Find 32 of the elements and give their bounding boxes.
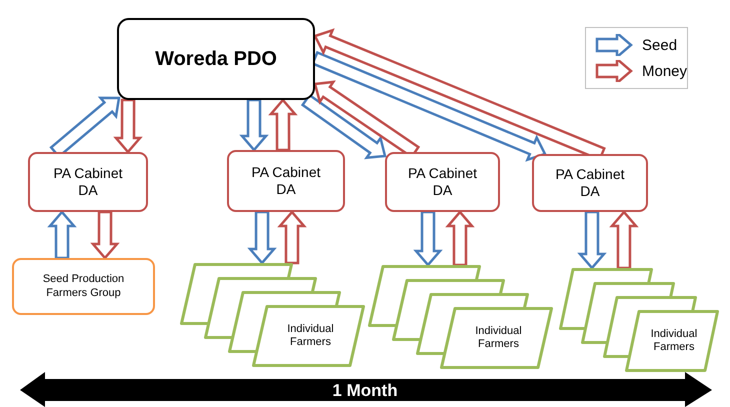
node-label: PA Cabinet DA bbox=[250, 164, 322, 198]
node-label: Individual Farmers bbox=[650, 328, 698, 354]
block-arrow bbox=[300, 93, 387, 160]
block-arrow bbox=[445, 210, 475, 266]
process-box bbox=[385, 152, 500, 212]
node-label: PA Cabinet DA bbox=[52, 165, 124, 199]
block-arrow bbox=[90, 210, 120, 260]
legend-label: Seed bbox=[642, 37, 678, 54]
group-box bbox=[12, 258, 155, 315]
process-box bbox=[28, 152, 148, 212]
process-box bbox=[227, 150, 345, 212]
process-box bbox=[532, 154, 648, 212]
block-arrow bbox=[239, 98, 269, 152]
farmer-card bbox=[252, 305, 365, 367]
farmer-card bbox=[440, 307, 553, 369]
block-arrow bbox=[577, 210, 607, 270]
block-arrow bbox=[413, 210, 443, 267]
block-arrow bbox=[113, 98, 143, 154]
node-label: Seed Production Farmers Group bbox=[42, 273, 126, 300]
node-label: Individual Farmers bbox=[286, 322, 335, 350]
duration-label: 1 Month bbox=[331, 381, 399, 400]
node-label: PA Cabinet DA bbox=[406, 165, 478, 199]
process-box bbox=[117, 18, 315, 100]
node-label: Woreda PDO bbox=[155, 47, 277, 71]
block-arrow bbox=[247, 210, 277, 265]
block-arrow bbox=[268, 98, 298, 152]
node-label: PA Cabinet DA bbox=[554, 166, 626, 200]
block-arrow bbox=[47, 210, 77, 260]
legend-label: Money bbox=[642, 63, 688, 80]
block-arrow bbox=[609, 210, 639, 270]
node-label: Individual Farmers bbox=[474, 324, 523, 352]
block-arrow bbox=[277, 210, 307, 264]
